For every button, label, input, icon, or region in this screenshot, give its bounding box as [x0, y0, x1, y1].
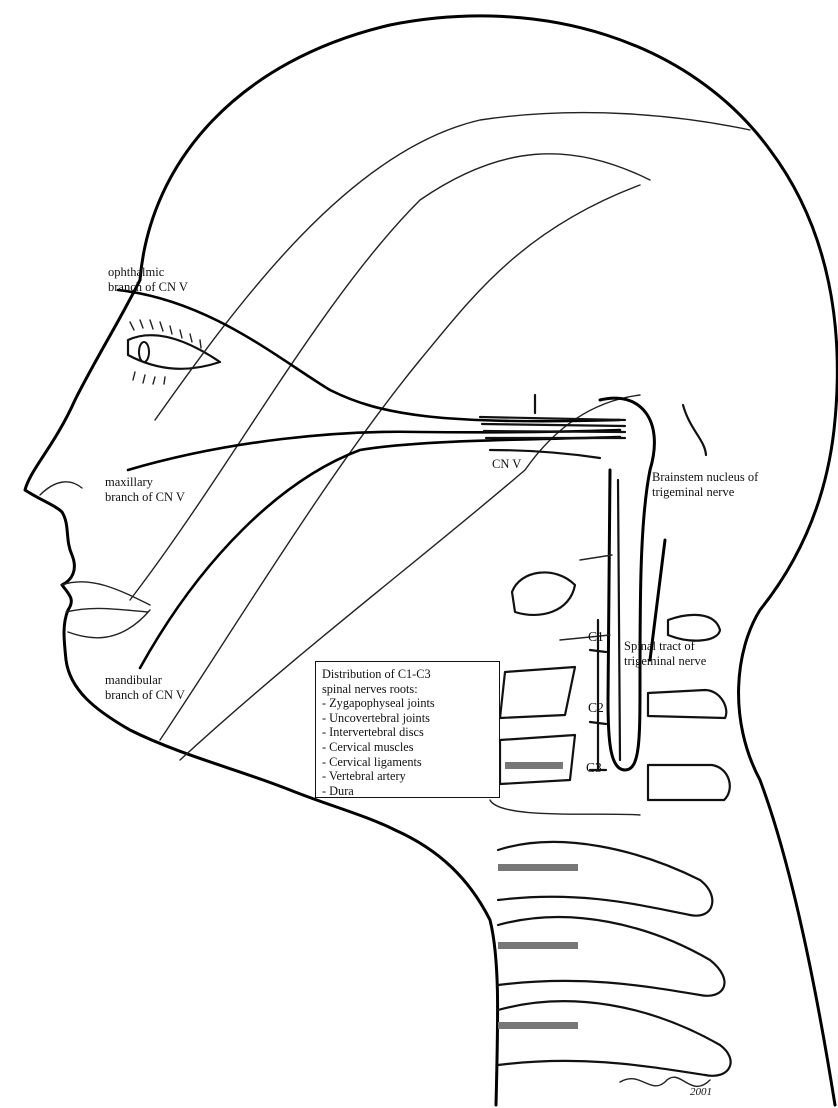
distribution-list: Zygapophyseal joints Uncovertebral joint…: [322, 696, 493, 798]
dermatome-boundary-1: [155, 113, 750, 420]
spinal-tract-line: [618, 480, 620, 760]
eye: [128, 320, 220, 384]
label-c2: C2: [588, 700, 604, 715]
signature-year: 2001: [690, 1085, 712, 1100]
label-spinal-tract: Spinal tract of trigeminal nerve: [624, 639, 706, 669]
distribution-item: Uncovertebral joints: [322, 711, 493, 726]
maxillary-nerve: [128, 430, 620, 470]
dermatome-boundary-2: [130, 154, 650, 600]
label-c1: C1: [588, 629, 604, 644]
vertebra-posterior-3: [648, 765, 730, 800]
label-brainstem-nucleus: Brainstem nucleus of trigeminal nerve: [652, 470, 758, 500]
lips: [62, 582, 150, 612]
label-c3: C3: [586, 760, 602, 775]
lower-vertebra-1: [498, 842, 712, 916]
distribution-item: Dura: [322, 784, 493, 799]
vertebra-posterior-2: [648, 690, 726, 718]
disc-hatch-3: [498, 942, 578, 949]
c2-body: [500, 667, 575, 718]
chin-line: [68, 610, 150, 638]
c1-body: [512, 572, 575, 615]
distribution-item: Vertebral artery: [322, 769, 493, 784]
disc-hatch-2: [498, 864, 578, 871]
nostril: [40, 482, 82, 495]
lower-vertebra-2: [498, 917, 724, 996]
distribution-item: Cervical ligaments: [322, 755, 493, 770]
vertebra-posterior-1: [668, 615, 720, 641]
distribution-item: Zygapophyseal joints: [322, 696, 493, 711]
distribution-heading: Distribution of C1-C3 spinal nerves root…: [322, 667, 493, 696]
dermatome-boundary-3: [160, 185, 640, 740]
disc-hatch-1: [505, 762, 563, 769]
head-profile-outline: [140, 16, 837, 1105]
brainstem-marker: [683, 405, 706, 455]
mandibular-nerve: [140, 437, 620, 668]
distribution-item: Intervertebral discs: [322, 725, 493, 740]
label-maxillary: maxillary branch of CN V: [105, 475, 185, 505]
disc-hatch-4: [498, 1022, 578, 1029]
label-cn-v: CN V: [492, 457, 521, 472]
label-ophthalmic: ophthalmic branch of CN V: [108, 265, 188, 295]
lower-vertebra-3: [498, 1001, 731, 1076]
label-mandibular: mandibular branch of CN V: [105, 673, 185, 703]
distribution-item: Cervical muscles: [322, 740, 493, 755]
brainstem: [600, 398, 654, 770]
distribution-box: Distribution of C1-C3 spinal nerves root…: [315, 661, 500, 798]
c3-body: [500, 735, 575, 784]
ophthalmic-nerve: [118, 290, 620, 421]
